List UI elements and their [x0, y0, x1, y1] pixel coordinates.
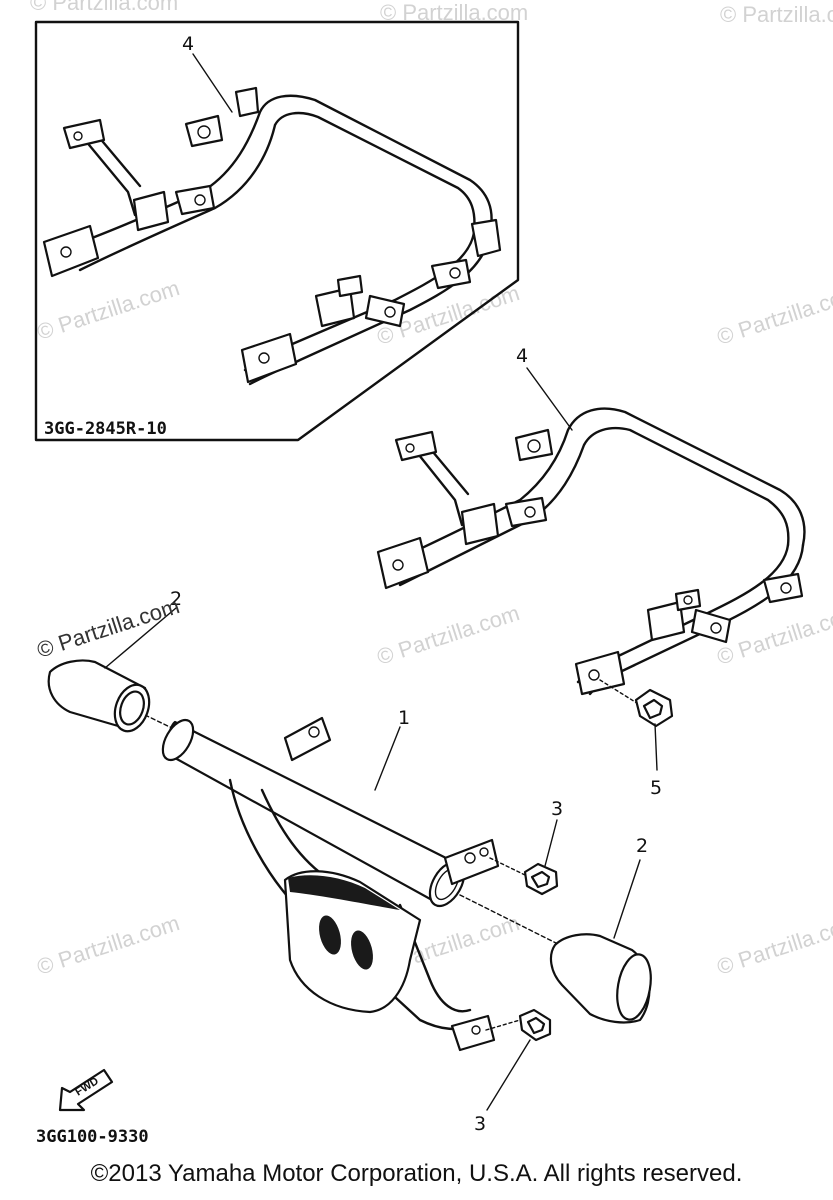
- watermark: © Partzilla.com: [34, 910, 183, 980]
- end-cap-right: [459, 894, 652, 1024]
- watermark: © Partzilla.com: [374, 600, 523, 670]
- watermark: © Partzilla.com: [34, 275, 183, 345]
- front-bumper: [161, 716, 500, 1052]
- watermark: © Partzilla.com: [720, 2, 833, 27]
- forward-arrow-icon: FWD: [58, 1068, 114, 1112]
- watermark: © Partzilla.com: [30, 0, 178, 15]
- watermark-dark: © Partzilla.com: [34, 593, 183, 663]
- bolt-part-5: [599, 679, 674, 728]
- watermark: © Partzilla.com: [714, 280, 833, 350]
- watermark: © Partzilla.com: [714, 600, 833, 670]
- inset-frame-border: [34, 20, 520, 442]
- leader-lines: [104, 53, 658, 1111]
- diagram-code: 3GG100-9330: [36, 1127, 149, 1147]
- callout-3-upper: 3: [551, 798, 563, 820]
- callout-4-main: 4: [516, 345, 528, 367]
- bolt-part-3-upper: [489, 857, 559, 896]
- inset-code: 3GG-2845R-10: [44, 419, 167, 439]
- callout-2-left: 2: [170, 588, 182, 610]
- end-cap-left: [47, 659, 173, 733]
- watermark-layer: © Partzilla.com © Partzilla.com © Partzi…: [30, 0, 833, 980]
- watermark: © Partzilla.com: [714, 910, 833, 980]
- rear-frame: [376, 407, 806, 696]
- bolt-part-3-lower: [485, 1008, 552, 1042]
- callout-5: 5: [650, 777, 662, 799]
- callout-2-right: 2: [636, 835, 648, 857]
- callout-3-lower: 3: [474, 1113, 486, 1135]
- callout-4-inset: 4: [182, 33, 194, 55]
- inset-rear-frame: [42, 86, 502, 386]
- callout-1: 1: [398, 707, 410, 729]
- copyright-notice: ©2013 Yamaha Motor Corporation, U.S.A. A…: [90, 1160, 743, 1187]
